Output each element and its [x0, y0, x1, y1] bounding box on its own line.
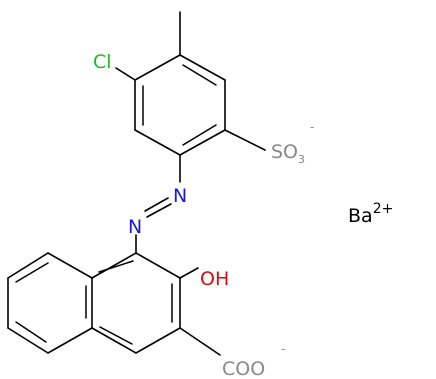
hydroxyl-label: OH [200, 268, 229, 290]
barium-ion: Ba2+ [348, 201, 393, 227]
sulfonate-bond [224, 129, 266, 151]
azo-nitrogen-lower: N [128, 216, 142, 238]
sulfonate-label: SO3 [271, 141, 305, 166]
chlorine-label: Cl [93, 51, 112, 73]
azo-double-bond-inner [144, 197, 169, 212]
chloro-bond [115, 67, 136, 81]
naphthalene-system [7, 252, 181, 354]
carboxylate-bond [179, 327, 221, 356]
azo-nitrogen-upper: N [173, 185, 187, 207]
sulfonate-charge: - [310, 120, 314, 134]
hydroxyl-bond [179, 267, 199, 279]
carboxylate-charge: - [281, 342, 285, 356]
azo-double-bond [146, 203, 172, 218]
carboxylate-label: COO [222, 358, 265, 379]
chlorobenzene-ring [134, 54, 226, 156]
